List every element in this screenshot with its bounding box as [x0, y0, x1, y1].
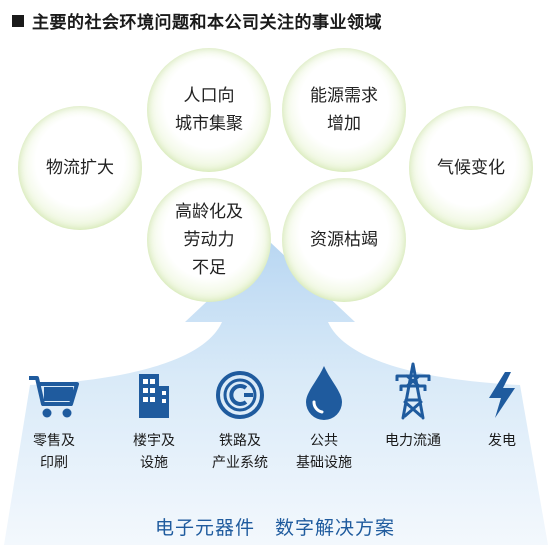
bubble-logistics: 物流扩大	[18, 106, 142, 230]
field-building: 楼宇及 设施	[104, 362, 204, 474]
foundation-label: 电子元器件 数字解决方案	[154, 517, 395, 539]
field-infrastructure: 公共 基础设施	[274, 362, 374, 474]
bubble-energy-label: 能源需求 增加	[310, 86, 378, 134]
shopping-cart-icon	[29, 376, 79, 418]
water-drop-icon	[306, 366, 342, 420]
field-power-generation-label: 发电	[488, 433, 516, 449]
bubble-resources: 资源枯竭	[282, 178, 406, 302]
field-railway: 铁路及 产业系统	[190, 362, 290, 474]
field-power-generation: 发电	[452, 362, 550, 452]
page-title: 主要的社会环境问题和本公司关注的事业领域	[12, 8, 382, 33]
bubble-logistics-label: 物流扩大	[46, 158, 114, 178]
bubble-resources-label: 资源枯竭	[310, 230, 378, 250]
bubble-aging-label: 高龄化及 劳动力 不足	[175, 202, 243, 278]
field-power-distribution-label: 电力流通	[385, 433, 441, 449]
power-tower-icon	[395, 362, 431, 420]
lightning-icon	[489, 372, 515, 418]
bubble-energy: 能源需求 增加	[282, 48, 406, 172]
title-text: 主要的社会环境问题和本公司关注的事业领域	[32, 13, 382, 33]
field-power-distribution: 电力流通	[363, 362, 463, 452]
bubble-urban-label: 人口向 城市集聚	[175, 86, 243, 134]
field-railway-label: 铁路及 产业系统	[212, 433, 268, 471]
field-retail-label: 零售及 印刷	[33, 433, 75, 471]
field-infrastructure-label: 公共 基础设施	[296, 433, 352, 471]
title-square-icon	[12, 14, 24, 27]
building-icon	[139, 374, 169, 418]
field-retail: 零售及 印刷	[4, 362, 104, 474]
bubble-aging: 高龄化及 劳动力 不足	[147, 178, 271, 302]
bubble-climate-label: 气候变化	[437, 158, 505, 178]
bubble-climate: 气候变化	[409, 106, 533, 230]
train-wheel-icon	[216, 371, 264, 419]
field-building-label: 楼宇及 设施	[133, 433, 175, 471]
bubble-urban: 人口向 城市集聚	[147, 48, 271, 172]
